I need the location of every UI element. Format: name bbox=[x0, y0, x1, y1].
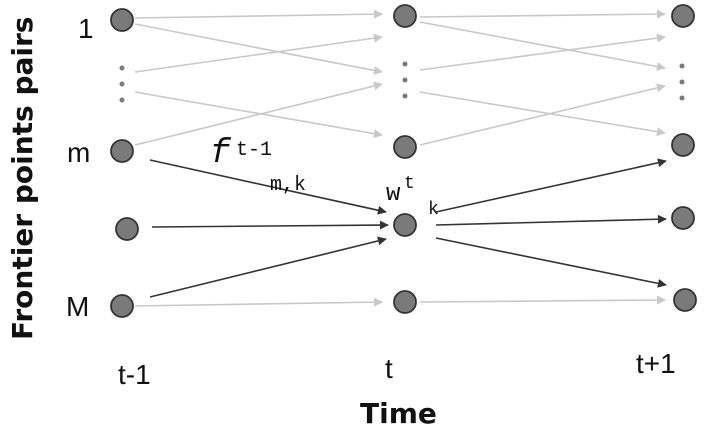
x-axis-title: Time bbox=[360, 397, 437, 430]
ellipsis-dot bbox=[119, 97, 125, 103]
flow-annotation: f t-1 m,k bbox=[210, 135, 306, 197]
edges-dark bbox=[149, 158, 667, 298]
node-t-row-1 bbox=[393, 4, 417, 28]
y-axis-title: Frontier points pairs bbox=[6, 17, 39, 340]
ellipsis-dot bbox=[679, 63, 685, 69]
node-t+1-row-m bbox=[671, 133, 695, 157]
ellipsis-dots bbox=[119, 61, 685, 103]
node-t+1-row-1 bbox=[671, 4, 695, 28]
edge bbox=[435, 158, 667, 213]
edge bbox=[134, 297, 383, 307]
nodes bbox=[110, 4, 697, 318]
column-label-t-1: t-1 bbox=[118, 359, 151, 390]
node-t-1-row-M bbox=[110, 294, 134, 318]
edge bbox=[419, 295, 666, 305]
column-label-t+1: t+1 bbox=[636, 348, 676, 379]
edge bbox=[134, 33, 383, 73]
ellipsis-dot bbox=[679, 79, 685, 85]
flow-subscript: m,k bbox=[270, 174, 306, 197]
node-t+1-row-extra bbox=[671, 206, 695, 230]
ellipsis-dot bbox=[119, 65, 125, 71]
weight-annotation: w t k bbox=[386, 174, 439, 220]
edge bbox=[419, 91, 666, 137]
edge bbox=[134, 9, 383, 19]
row-label-1: 1 bbox=[78, 13, 94, 44]
ellipsis-dot bbox=[119, 81, 125, 87]
node-t-1-row-1 bbox=[110, 8, 134, 32]
edge bbox=[151, 220, 389, 230]
node-t+1-row-M bbox=[673, 288, 697, 312]
weight-base: w bbox=[386, 181, 401, 208]
ellipsis-dot bbox=[402, 77, 408, 83]
node-t-1-row-extra bbox=[115, 217, 139, 241]
weight-superscript: t bbox=[404, 174, 415, 194]
node-t-row-k bbox=[393, 213, 417, 237]
weight-subscript: k bbox=[428, 200, 439, 220]
flow-superscript: t-1 bbox=[236, 139, 272, 162]
edges-light-right bbox=[419, 9, 666, 305]
edge bbox=[419, 9, 666, 19]
edge bbox=[134, 81, 383, 146]
node-t-row-m bbox=[393, 135, 417, 159]
edge bbox=[419, 21, 666, 71]
edge bbox=[149, 159, 387, 215]
edge bbox=[419, 83, 666, 146]
flow-base: f bbox=[210, 135, 232, 173]
edge bbox=[435, 237, 667, 288]
edge bbox=[435, 214, 667, 226]
node-t-1-row-m bbox=[110, 139, 134, 163]
ellipsis-dot bbox=[402, 61, 408, 67]
edge bbox=[149, 236, 387, 298]
edge bbox=[419, 33, 666, 71]
column-label-t: t bbox=[385, 353, 393, 384]
node-t-row-M bbox=[393, 290, 417, 314]
edge bbox=[134, 91, 383, 139]
ellipsis-dot bbox=[679, 95, 685, 101]
edge bbox=[134, 23, 383, 75]
row-label-m: m bbox=[67, 137, 90, 168]
edges-light-left bbox=[134, 9, 383, 307]
row-label-M: M bbox=[66, 291, 89, 322]
ellipsis-dot bbox=[402, 93, 408, 99]
